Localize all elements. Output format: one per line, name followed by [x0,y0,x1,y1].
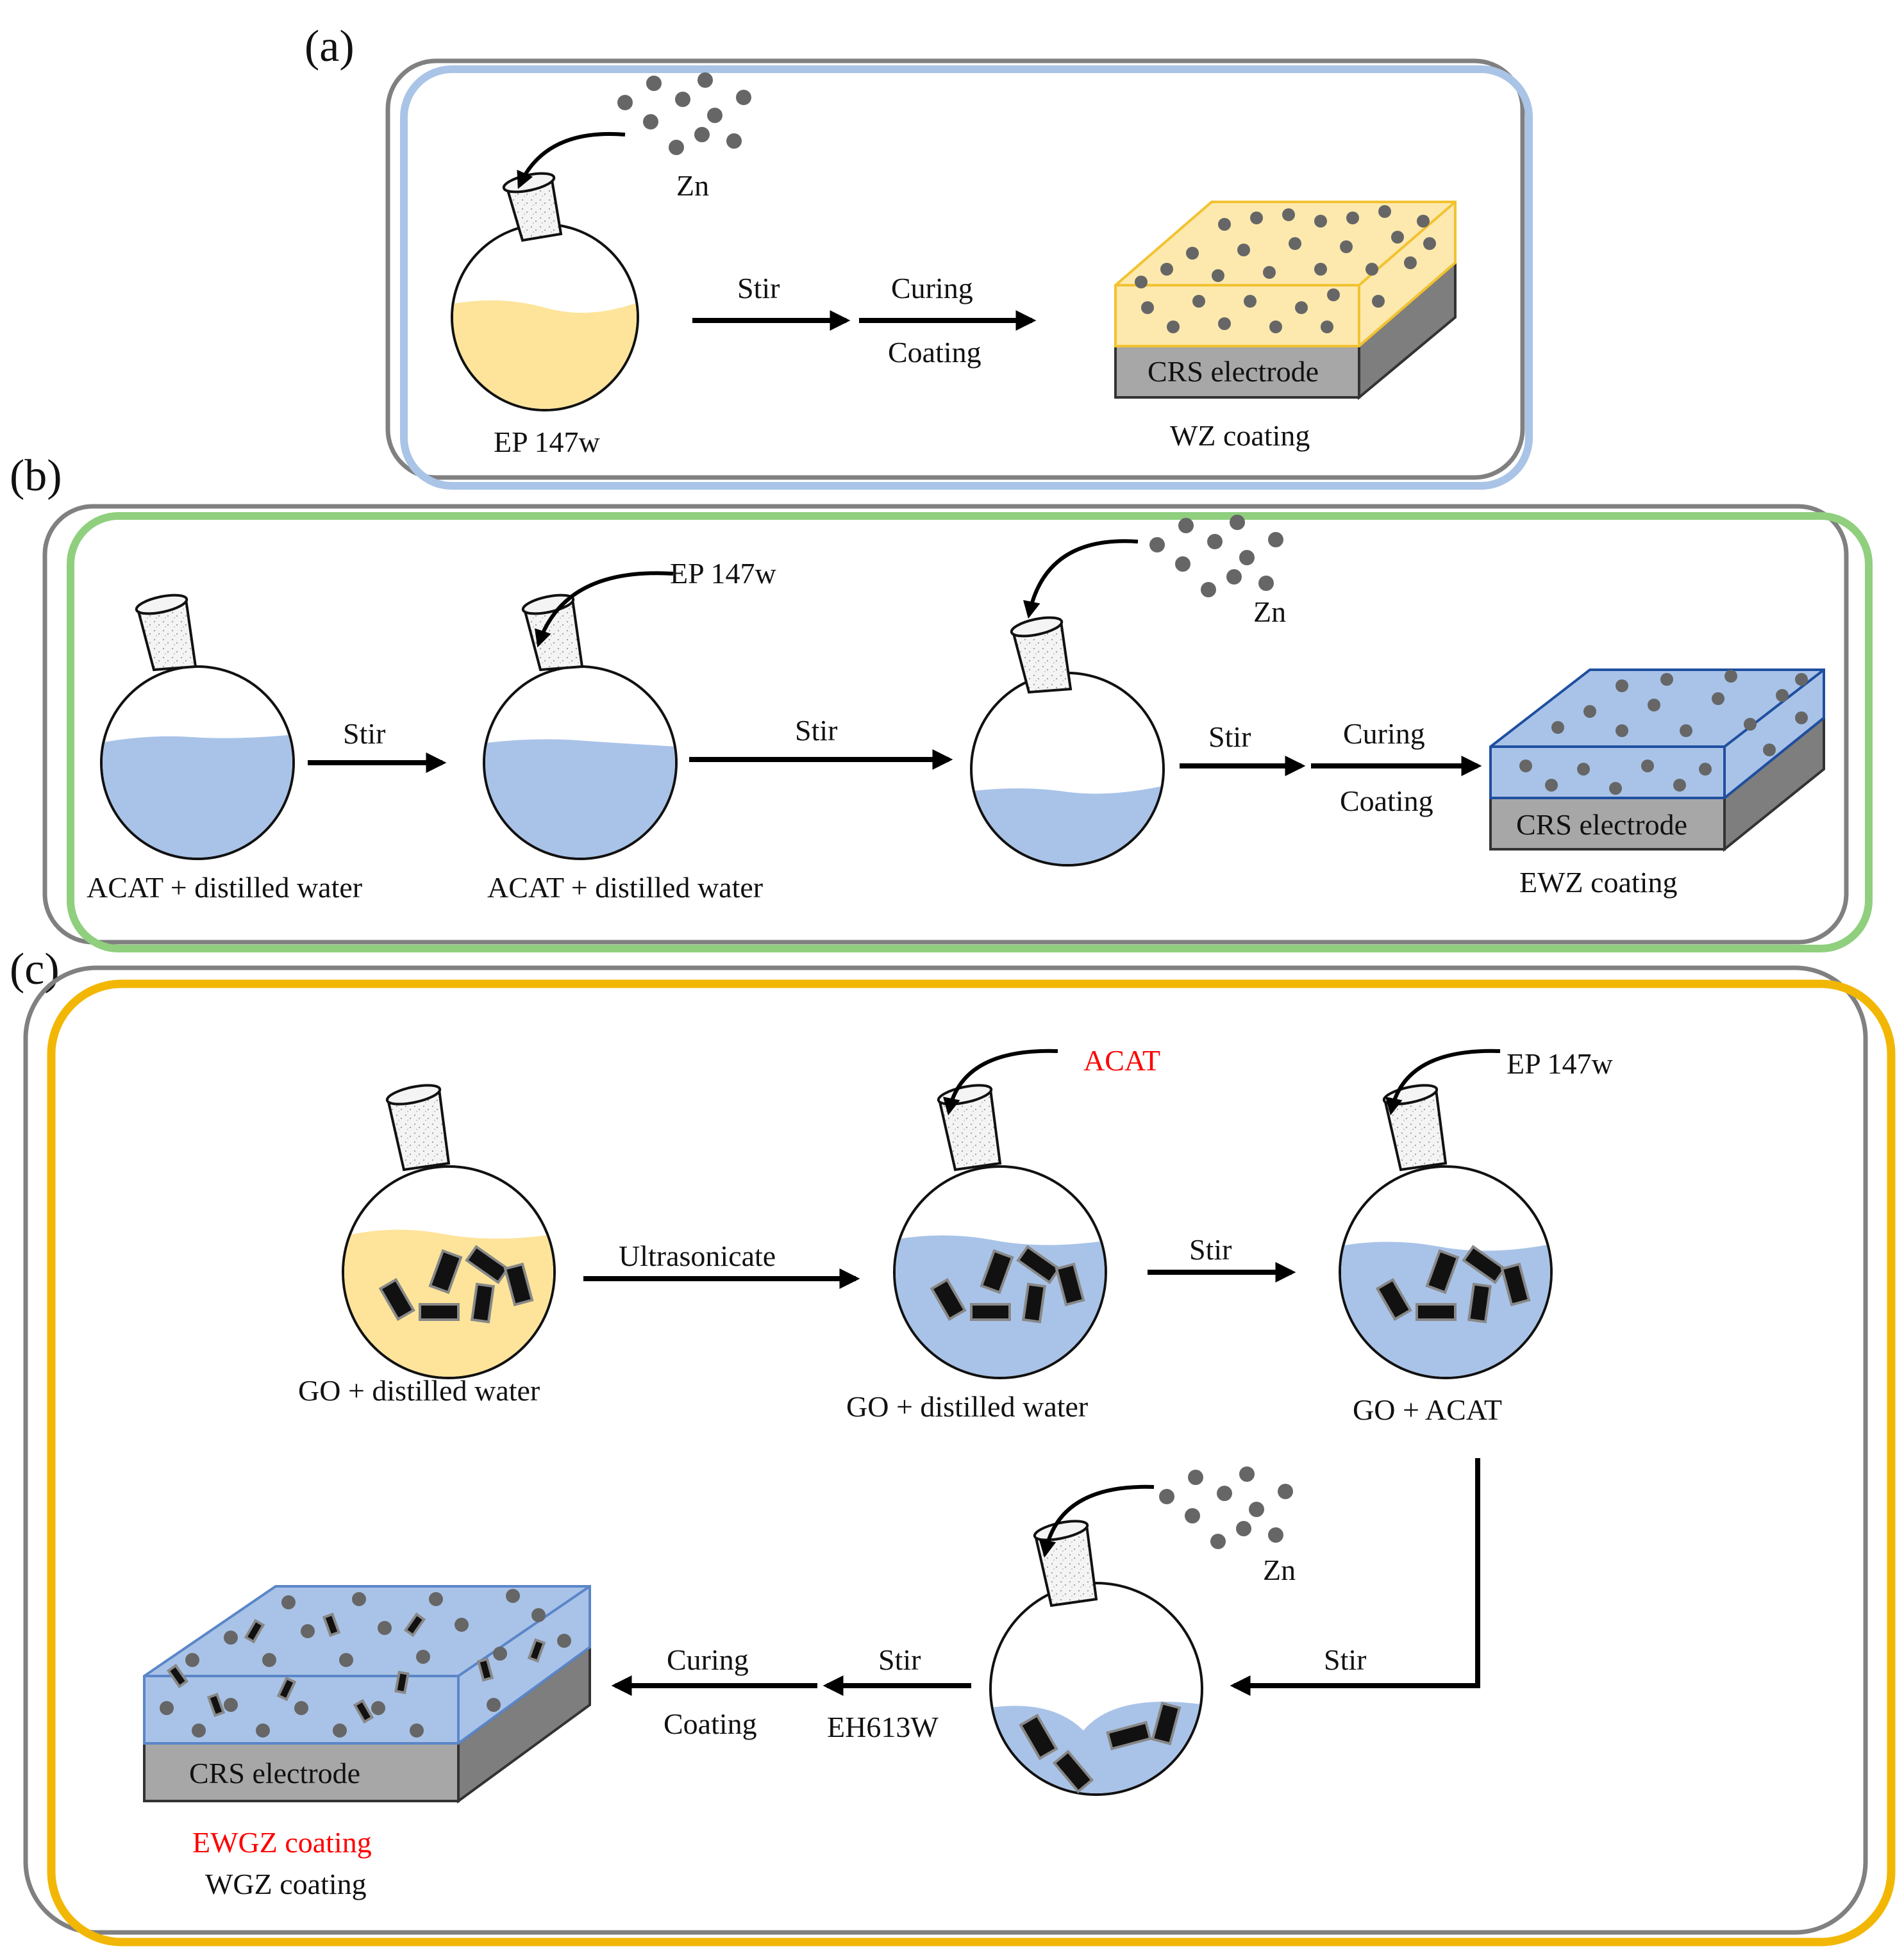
add-ep-label: EP 147w [670,557,776,590]
round-bottom-flask-icon [342,1084,556,1379]
step-coating: Coating [888,336,981,369]
panel-b-label: (b) [10,451,62,501]
round-bottom-flask-icon [970,616,1165,867]
step4-eh613w: EH613W [827,1711,939,1743]
electrode-label: CRS electrode [1516,808,1687,841]
round-bottom-flask-icon [483,594,678,860]
flask1-label: GO + distilled water [298,1374,540,1407]
panel-b-border [67,512,1873,952]
panel-c-label: (c) [10,945,60,994]
result-label: WGZ coating [205,1868,367,1900]
round-bottom-flask-icon [100,594,295,860]
zn-label: Zn [676,169,709,202]
zn-label: Zn [1263,1554,1296,1586]
zn-particles-icon [617,72,751,155]
step2-stir: Stir [795,714,837,747]
zn-particles-icon [1159,1466,1293,1549]
step2-stir: Stir [1189,1233,1232,1266]
flask1-label: ACAT + distilled water [87,871,362,904]
step-curing: Curing [891,272,973,304]
panel-c: (c) GO + distilled water Ultrasonicate A… [10,945,1896,1947]
curved-arrow-icon [943,1049,1058,1116]
zn-particles-icon [1149,515,1283,597]
flask2-label: GO + distilled water [846,1390,1088,1423]
electrode-label: CRS electrode [1148,355,1319,388]
panel-c-outer-border [23,965,1868,1935]
step1-ultrasonicate: Ultrasonicate [619,1240,776,1272]
curved-arrow-icon [1039,1484,1155,1558]
step5-curing: Curing [667,1643,749,1676]
coated-electrode-icon: CRS electrode [143,1585,591,1804]
step4-stir: Stir [878,1643,921,1676]
step4-curing: Curing [1343,717,1425,750]
coated-electrode-icon: CRS electrode [1114,201,1457,401]
curved-arrow-icon [1023,539,1139,619]
step4-coating: Coating [1340,785,1433,817]
electrode-label: CRS electrode [189,1757,360,1789]
round-bottom-flask-icon [451,172,639,411]
curved-arrow-icon [1385,1049,1501,1116]
curved-arrow-icon [517,132,626,189]
result-red-label: EWGZ coating [192,1826,372,1859]
panel-b-outer-border [42,504,1849,945]
flask3-label: GO + ACAT [1353,1393,1502,1426]
step3-stir: Stir [1208,720,1251,753]
add-ep-label: EP 147w [1507,1047,1613,1080]
panel-a: (a) Zn EP 147w Stir Curing Coating [305,22,1533,490]
panel-a-outer-border [385,58,1525,480]
round-bottom-flask-icon [989,1520,1203,1796]
step5-coating: Coating [664,1707,757,1740]
panel-a-border [400,65,1533,490]
flask-label: EP 147w [494,426,600,458]
round-bottom-flask-icon [1339,1084,1553,1379]
panel-a-label: (a) [305,22,355,71]
flask2-label: ACAT + distilled water [487,871,763,904]
result-label: EWZ coating [1519,866,1678,899]
step3-stir: Stir [1324,1643,1366,1676]
arrow-icon [1230,1458,1480,1696]
round-bottom-flask-icon [893,1084,1107,1379]
step1-stir: Stir [343,717,385,750]
result-label: WZ coating [1170,419,1310,452]
step-stir: Stir [737,272,780,304]
panel-b: (b) ACAT + distilled water Stir EP 147w … [10,451,1873,952]
add-acat-label: ACAT [1083,1044,1160,1077]
coated-electrode-icon: CRS electrode [1489,668,1825,852]
curved-arrow-icon [535,571,674,648]
zn-label: Zn [1253,595,1286,628]
panel-c-border [47,979,1896,1947]
